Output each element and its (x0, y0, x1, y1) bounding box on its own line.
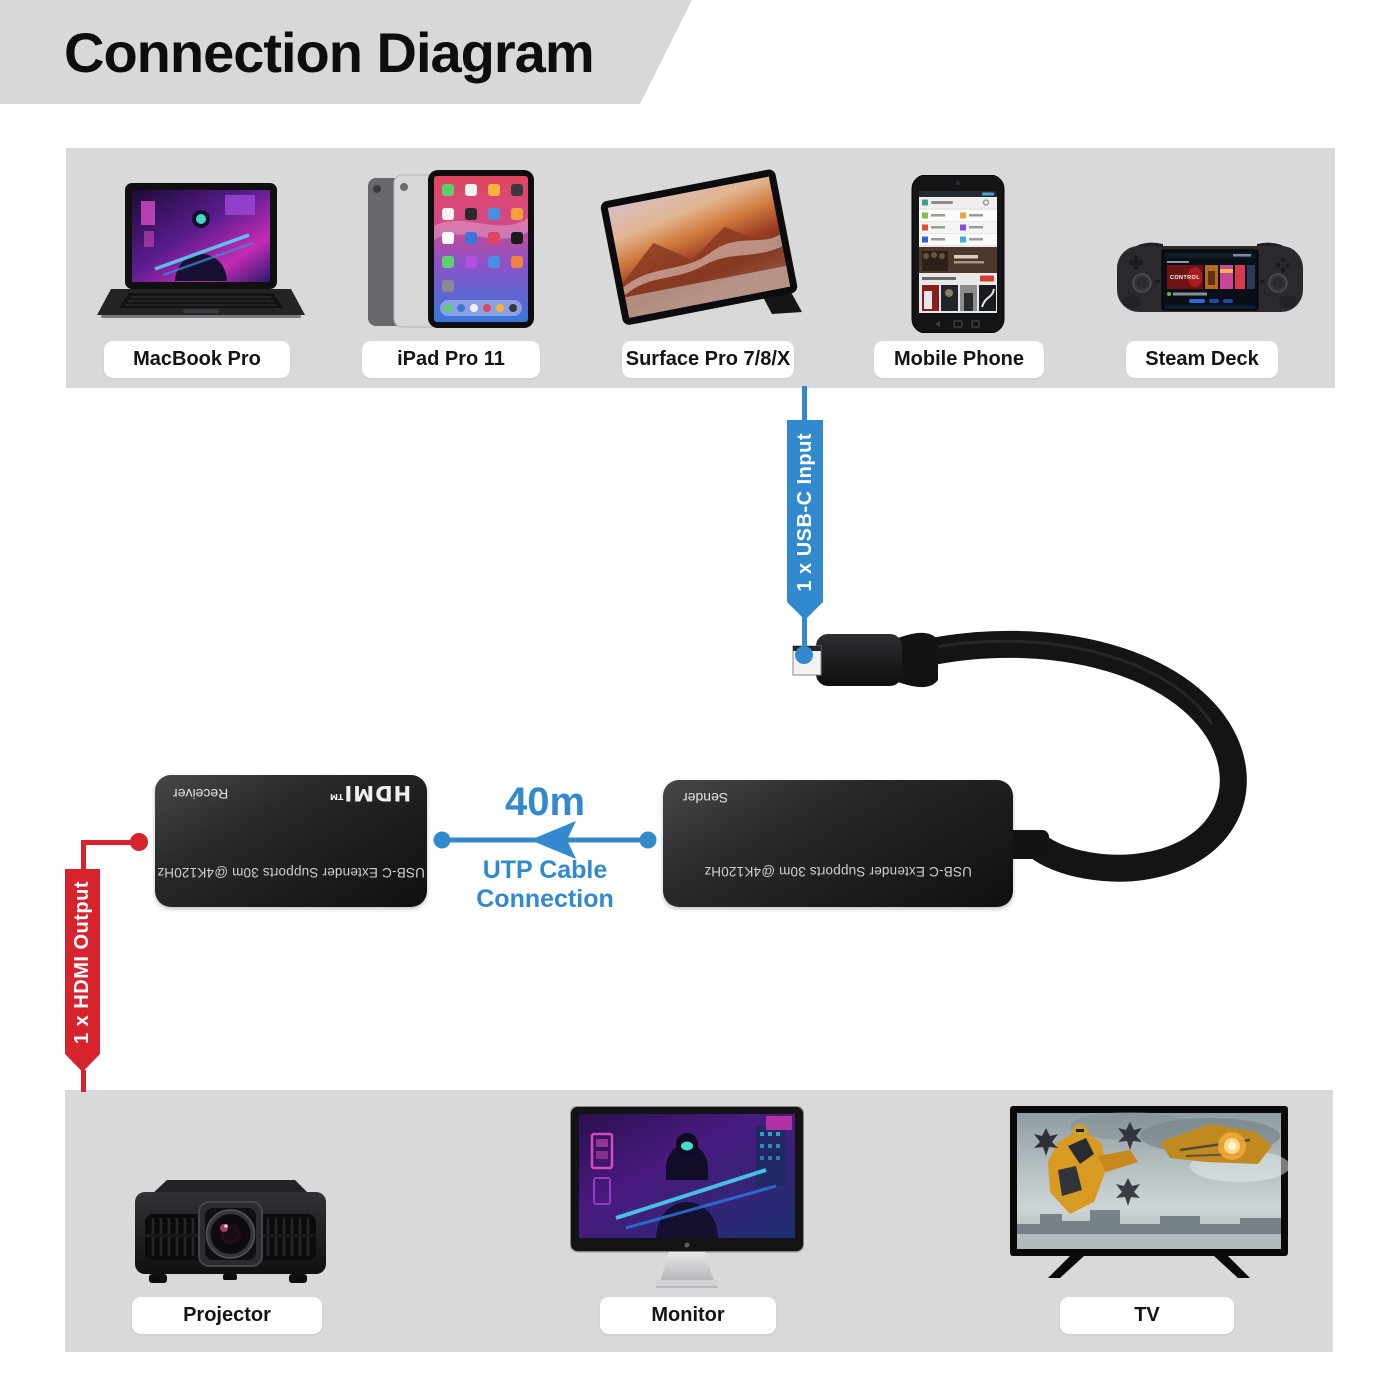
hdmi-output-line-vertical-bottom (81, 1070, 86, 1092)
steam-deck-image: CONTROL (1117, 242, 1303, 312)
sender-box: Sender USB-C Extender Supports 30m @4K12… (663, 780, 1013, 907)
hdmi-output-label: 1 x HDMI Output (71, 880, 93, 1045)
label-text: iPad Pro 11 (397, 348, 505, 370)
hdmi-logo-text: HDMI (343, 781, 411, 805)
usb-input-connector-line-top (802, 386, 807, 422)
label-text: TV (1134, 1304, 1160, 1326)
label-text: MacBook Pro (133, 348, 261, 370)
ipad-pro-image (368, 170, 534, 328)
steam-deck-game-tile-text: CONTROL (1170, 275, 1200, 281)
utp-cable-label-line2: Connection (476, 885, 614, 913)
receiver-spec-text: USB-C Extender Supports 30m @4K120Hz (157, 865, 425, 880)
tv-image (1010, 1106, 1288, 1278)
utp-distance-label: 40m (504, 780, 586, 824)
receiver-name: Receiver (173, 786, 229, 802)
hdmi-output-connector-dot (130, 833, 148, 851)
page-title: Connection Diagram (64, 21, 594, 84)
device-label-projector: Projector (132, 1297, 322, 1334)
usb-input-label: 1 x USB-C Input (793, 432, 816, 592)
monitor-image (570, 1106, 804, 1288)
surface-pro-image (600, 169, 802, 325)
receiver-box: Receiver HDMITM USB-C Extender Supports … (155, 775, 427, 907)
label-text: Monitor (651, 1304, 725, 1326)
device-label-macbook-pro: MacBook Pro (104, 341, 290, 378)
usb-input-ribbon: 1 x USB-C Input (787, 420, 823, 620)
title-banner: Connection Diagram (0, 0, 692, 104)
device-label-monitor: Monitor (600, 1297, 776, 1334)
hdmi-output-ribbon: 1 x HDMI Output (65, 869, 100, 1072)
sender-spec-text: USB-C Extender Supports 30m @4K120Hz (704, 864, 972, 879)
device-label-ipad-pro: iPad Pro 11 (362, 341, 540, 378)
hdmi-output-line-vertical-top (81, 840, 86, 871)
label-text: Surface Pro 7/8/X (625, 348, 791, 370)
label-text: Steam Deck (1145, 348, 1259, 370)
device-label-surface-pro: Surface Pro 7/8/X (622, 341, 794, 378)
projector-image (135, 1180, 326, 1283)
utp-cable-label-line1: UTP Cable (482, 856, 608, 884)
hdmi-tm-mark: TM (329, 792, 344, 801)
hdmi-logo: HDMITM (330, 781, 411, 805)
device-label-steam-deck: Steam Deck (1126, 341, 1278, 378)
device-label-mobile-phone: Mobile Phone (874, 341, 1044, 378)
usb-input-connector-line-bottom (802, 616, 807, 650)
macbook-pro-image (97, 183, 305, 318)
utp-link-arrow (433, 821, 657, 859)
hdmi-output-line-horizontal (84, 840, 136, 845)
sender-name: Sender (683, 790, 729, 806)
device-label-tv: TV (1060, 1297, 1234, 1334)
label-text: Projector (183, 1304, 271, 1326)
usb-input-connector-dot (795, 646, 813, 664)
mobile-phone-image (911, 175, 1005, 333)
label-text: Mobile Phone (894, 348, 1024, 370)
